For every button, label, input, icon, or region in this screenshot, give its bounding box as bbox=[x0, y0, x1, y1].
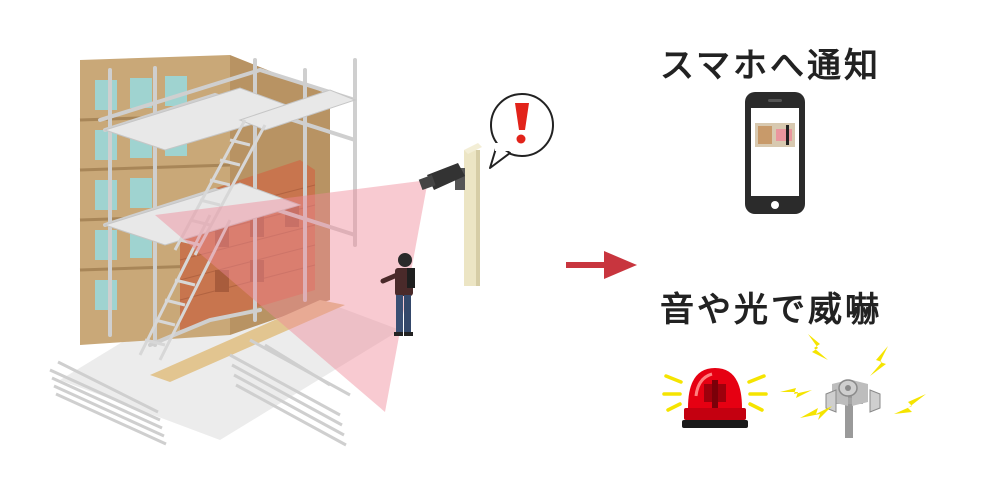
notify-label: スマホへ通知 bbox=[660, 46, 881, 86]
red-siren-icon bbox=[662, 368, 768, 428]
scaffold-stairs bbox=[138, 119, 267, 361]
loudspeaker-icon bbox=[825, 379, 881, 438]
camera-pole bbox=[464, 143, 482, 286]
scaffold-decks bbox=[103, 87, 357, 246]
intruder-person bbox=[380, 253, 415, 336]
stacked-pipes-left bbox=[49, 360, 167, 446]
stacked-pipes-right bbox=[229, 338, 351, 447]
deter-label: 音や光で威嚇 bbox=[660, 290, 882, 330]
exclamation-speech-bubble-icon bbox=[489, 93, 554, 169]
lightning-icons bbox=[780, 334, 926, 420]
arrow-right-icon bbox=[566, 251, 637, 279]
security-camera bbox=[418, 163, 465, 191]
smartphone-icon bbox=[745, 92, 805, 214]
detection-zone bbox=[155, 180, 428, 412]
